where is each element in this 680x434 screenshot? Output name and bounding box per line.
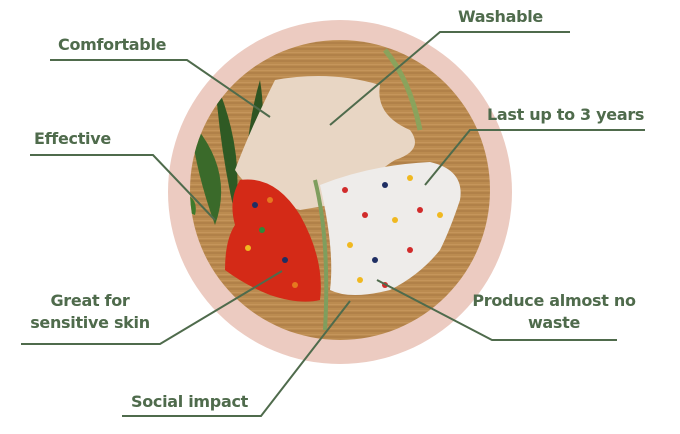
produce-line [376,279,617,341]
label-line-2: waste [527,313,581,332]
social-line [122,300,351,417]
polka-dots [245,175,443,288]
white-pad [320,162,461,295]
last-line [424,129,645,186]
callout-lines [21,31,645,417]
label-line-2: sensitive skin [30,313,150,332]
product-photo [190,40,490,340]
red-pad [225,179,321,302]
herb-sprig [313,179,329,331]
herb-sprig [383,48,423,131]
label-line-1: Great for [50,291,130,310]
great-line [21,270,283,345]
comfortable-line [50,59,271,118]
label-line-1: Produce almost no [472,291,636,310]
label-last-3-years: Last up to 3 years [487,105,645,124]
label-washable: Washable [458,7,543,26]
label-effective: Effective [34,129,111,148]
label-great-for-sensitive-skin: Great for sensitive skin [28,290,152,334]
label-social-impact: Social impact [131,392,248,411]
label-produce-no-waste: Produce almost no waste [468,290,640,334]
leaf [215,80,238,215]
washable-line [329,31,570,126]
effective-line [30,154,216,221]
leaf [190,120,222,225]
label-comfortable: Comfortable [58,35,167,54]
